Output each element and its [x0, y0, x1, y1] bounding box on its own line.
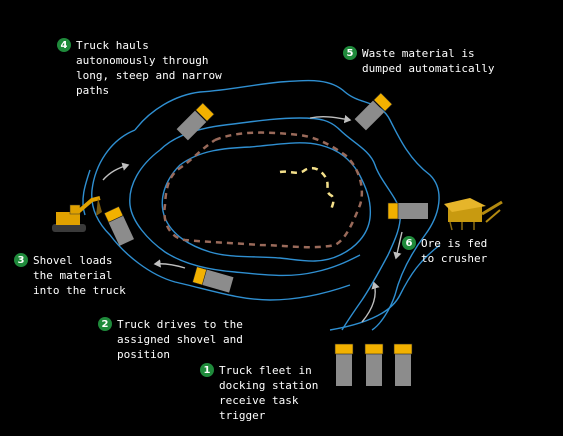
- step-2: 2 Truck drives to the assigned shovel an…: [98, 317, 243, 362]
- step-badge: 4: [57, 38, 71, 52]
- step-label: Truck hauls autonomously through long, s…: [76, 39, 222, 97]
- flow-arrow-icon: [102, 114, 403, 323]
- step-1: 1 Truck fleet in docking station receive…: [200, 363, 318, 423]
- crusher-icon: [444, 198, 503, 231]
- truck-icon: [103, 92, 428, 386]
- step-label: Truck drives to the assigned shovel and …: [117, 318, 243, 361]
- step-4: 4 Truck hauls autonomously through long,…: [57, 38, 222, 98]
- step-badge: 6: [402, 236, 416, 250]
- step-badge: 2: [98, 317, 112, 331]
- step-label: Shovel loads the material into the truck: [33, 254, 126, 297]
- dashed-center-path: [279, 166, 335, 211]
- step-5: 5 Waste material is dumped automatically: [343, 46, 494, 76]
- excavator-icon: [52, 196, 102, 232]
- step-badge: 3: [14, 253, 28, 267]
- step-label: Truck fleet in docking station receive t…: [219, 364, 319, 422]
- dashed-haul-path: [163, 131, 364, 249]
- step-3: 3 Shovel loads the material into the tru…: [14, 253, 126, 298]
- step-badge: 5: [343, 46, 357, 60]
- step-badge: 1: [200, 363, 214, 377]
- step-6: 6 Ore is fed to crusher: [402, 236, 487, 266]
- step-label: Ore is fed to crusher: [421, 237, 488, 265]
- haul-road: [82, 79, 441, 331]
- step-label: Waste material is dumped automatically: [362, 47, 495, 75]
